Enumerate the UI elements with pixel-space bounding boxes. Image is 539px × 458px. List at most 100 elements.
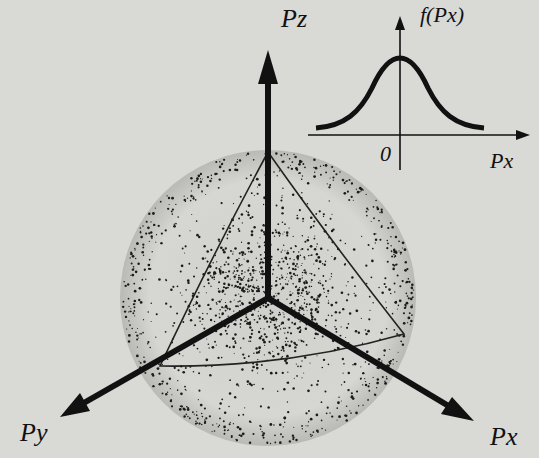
stipple-dot	[276, 295, 277, 296]
stipple-dot	[211, 178, 213, 180]
stipple-dot	[375, 239, 378, 242]
stipple-dot	[349, 179, 351, 181]
stipple-dot	[410, 320, 413, 323]
stipple-dot	[358, 331, 360, 333]
stipple-dot	[155, 337, 156, 338]
stipple-dot	[317, 256, 320, 259]
stipple-dot	[201, 324, 202, 325]
stipple-dot	[274, 442, 276, 444]
stipple-dot	[216, 302, 217, 303]
stipple-dot	[317, 380, 319, 382]
stipple-dot	[254, 310, 255, 311]
stipple-dot	[230, 250, 232, 252]
stipple-dot	[244, 271, 245, 272]
stipple-dot	[233, 275, 235, 277]
stipple-dot	[259, 271, 260, 272]
stipple-dot	[185, 301, 187, 303]
stipple-dot	[351, 392, 353, 394]
stipple-dot	[280, 233, 281, 234]
stipple-dot	[289, 440, 291, 442]
stipple-dot	[151, 237, 153, 239]
stipple-dot	[253, 353, 254, 354]
stipple-dot	[236, 281, 238, 283]
stipple-dot	[317, 333, 319, 335]
stipple-dot	[180, 392, 183, 395]
stipple-dot	[368, 318, 370, 320]
stipple-dot	[171, 213, 173, 215]
stipple-dot	[310, 418, 313, 421]
stipple-dot	[293, 439, 294, 440]
stipple-dot	[150, 231, 152, 233]
stipple-dot	[330, 177, 331, 178]
stipple-dot	[293, 259, 294, 260]
stipple-dot	[277, 329, 279, 331]
stipple-dot	[252, 266, 254, 268]
stipple-dot	[240, 296, 242, 298]
octant-boundary	[160, 152, 404, 366]
stipple-dot	[209, 415, 211, 417]
stipple-dot	[187, 279, 190, 282]
stipple-dot	[288, 281, 289, 282]
stipple-dot	[268, 341, 270, 343]
stipple-dot	[139, 287, 142, 290]
stipple-dot	[319, 282, 321, 284]
stipple-dot	[286, 362, 287, 363]
stipple-dot	[223, 307, 224, 308]
stipple-dot	[228, 406, 230, 408]
stipple-dot	[283, 350, 285, 352]
stipple-dot	[136, 334, 138, 336]
stipple-dot	[229, 346, 231, 348]
stipple-dot	[314, 274, 316, 276]
stipple-dot	[143, 361, 146, 364]
stipple-dot	[349, 410, 350, 411]
stipple-dot	[214, 341, 216, 343]
stipple-dot	[193, 198, 195, 200]
stipple-dot	[140, 362, 142, 364]
stipple-dot	[325, 164, 328, 167]
stipple-dot	[190, 230, 191, 231]
stipple-dot	[177, 369, 179, 371]
stipple-dot	[254, 294, 255, 295]
stipple-dot	[283, 316, 285, 318]
stipple-dot	[285, 344, 288, 347]
stipple-dot	[392, 313, 394, 315]
stipple-dot	[171, 210, 173, 212]
stipple-dot	[290, 341, 292, 343]
stipple-dot	[124, 310, 126, 312]
stipple-dot	[310, 312, 312, 314]
stipple-dot	[318, 282, 320, 284]
stipple-dot	[315, 308, 318, 311]
stipple-dot	[247, 288, 249, 290]
stipple-dot	[156, 313, 158, 315]
stipple-dot	[343, 363, 345, 365]
stipple-dot	[170, 400, 172, 402]
stipple-dot	[296, 286, 297, 287]
stipple-dot	[389, 349, 390, 350]
stipple-dot	[214, 430, 216, 432]
stipple-dot	[405, 305, 407, 307]
stipple-dot	[316, 384, 318, 386]
stipple-dot	[210, 249, 212, 251]
stipple-dot	[306, 291, 308, 293]
stipple-dot	[237, 305, 239, 307]
stipple-dot	[148, 264, 151, 267]
stipple-dot	[277, 332, 279, 334]
stipple-dot	[149, 241, 150, 242]
stipple-dot	[341, 291, 344, 294]
stipple-dot	[286, 231, 289, 234]
stipple-dot	[258, 346, 261, 349]
stipple-dot	[238, 279, 240, 281]
stipple-dot	[351, 396, 353, 398]
stipple-dot	[258, 245, 260, 247]
stipple-dot	[238, 385, 239, 386]
stipple-dot	[301, 192, 303, 194]
stipple-dot	[140, 333, 142, 335]
stipple-dot	[331, 256, 332, 257]
stipple-dot	[282, 195, 283, 196]
stipple-dot	[196, 411, 197, 412]
stipple-dot	[199, 320, 201, 322]
stipple-dot	[182, 371, 185, 374]
stipple-dot	[284, 327, 286, 329]
stipple-dot	[328, 186, 330, 188]
